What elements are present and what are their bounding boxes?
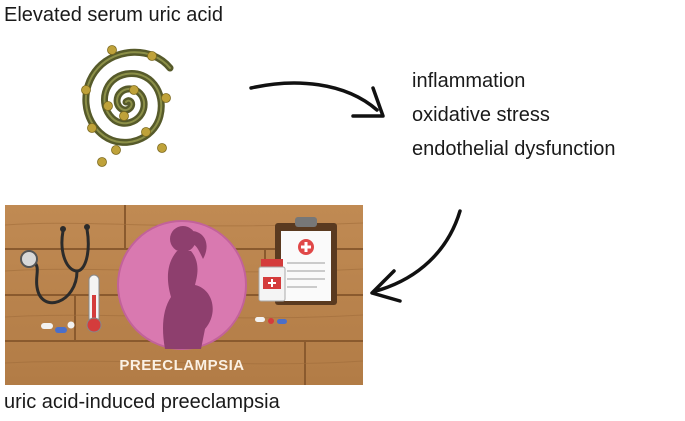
- diagram-title: Elevated serum uric acid: [4, 4, 223, 26]
- figure-caption: uric acid-induced preeclampsia: [4, 391, 280, 413]
- preeclampsia-banner: PREECLAMPSIA: [119, 357, 244, 374]
- thermometer-icon: [86, 274, 102, 333]
- clipboard-icon: [275, 217, 337, 305]
- pills-icon-right: [255, 317, 287, 324]
- curved-arrow-down-icon: [370, 209, 462, 303]
- pills-icon: [41, 321, 75, 333]
- effect-inflammation: inflammation: [412, 70, 526, 92]
- uric-acid-spiral-icon: [81, 45, 174, 167]
- effect-oxidative-stress: oxidative stress: [412, 104, 550, 126]
- curved-arrow-icon: [249, 81, 385, 118]
- effect-endothelial-dysfunction: endothelial dysfunction: [412, 138, 616, 160]
- preeclampsia-illustration: PREECLAMPSIA: [5, 205, 363, 385]
- pregnant-woman-icon: [163, 226, 213, 349]
- medicine-bottle-icon: [258, 259, 286, 302]
- stethoscope-icon: [31, 227, 90, 305]
- effects-list: inflammation oxidative stress endothelia…: [412, 64, 615, 166]
